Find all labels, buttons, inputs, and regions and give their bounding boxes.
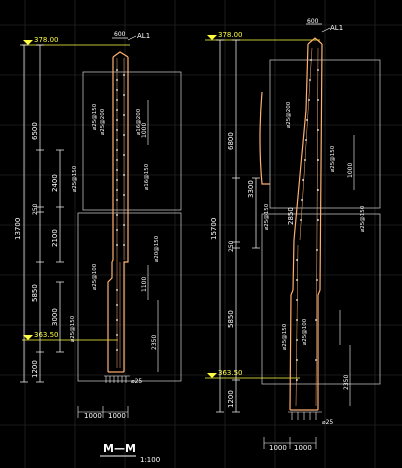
- section-title: M—M: [103, 442, 136, 455]
- left-base-hatch: [104, 375, 130, 383]
- right-rebar-4: ⌀25@150: [360, 205, 366, 232]
- left-rebar-3: ⌀16@200: [136, 108, 142, 135]
- right-total-height: 15700: [210, 218, 218, 240]
- left-total-height: 13700: [14, 218, 22, 240]
- right-elev-bottom: 363.50: [218, 369, 243, 377]
- right-rebar-2: ⌀25@150: [330, 145, 336, 172]
- left-dim-5: 5850: [31, 284, 39, 302]
- left-base-dim-1: 1000: [84, 412, 102, 420]
- right-base-hatch: [288, 411, 322, 420]
- right-base-dim-2: 1000: [294, 444, 312, 452]
- right-section: 378.00 363.50 15700 6800 3300 250 2850 5…: [205, 18, 381, 452]
- left-top-width: 600: [114, 31, 126, 38]
- right-rebar-5: ⌀25@100: [302, 318, 308, 345]
- section-scale: 1:100: [140, 456, 160, 464]
- right-wall-outline: [259, 37, 323, 411]
- right-rebar-6: ⌀25@150: [282, 323, 288, 350]
- right-dim-1: 6800: [227, 132, 235, 150]
- right-dim-5: 5850: [227, 310, 235, 328]
- left-region-box-bottom: [77, 212, 182, 382]
- left-rebar-1: ⌀25@150: [92, 103, 98, 130]
- left-rebar-4: ⌀16@150: [144, 163, 150, 190]
- left-dim-4: 2100: [51, 229, 59, 247]
- right-dim-4: 2850: [287, 207, 295, 225]
- left-rebar-2: ⌀25@200: [100, 108, 106, 135]
- left-dim-6: 3000: [51, 308, 59, 326]
- right-dim-2: 3300: [247, 180, 255, 198]
- right-top-width: 600: [307, 18, 319, 25]
- left-dim-7: 1200: [31, 360, 39, 378]
- right-rebar-dots: [296, 59, 319, 381]
- right-tag: AL1: [330, 24, 343, 32]
- right-rebar-3: ⌀25@150: [264, 203, 270, 230]
- left-wall-outline: [107, 51, 129, 373]
- left-small-1: 1000: [141, 123, 148, 138]
- left-tag: AL1: [137, 32, 150, 40]
- left-elev-top: 378.00: [34, 36, 59, 44]
- left-section: 378.00 363.50 13700 6500 2400: [14, 31, 182, 464]
- left-rebar-dots: [116, 69, 125, 351]
- right-base-label: ⌀25: [322, 419, 333, 426]
- left-small-3: 2350: [151, 335, 158, 350]
- left-dim-3: 250: [32, 203, 39, 215]
- left-base-label: ⌀25: [131, 378, 142, 385]
- right-dim-3: 250: [228, 240, 235, 252]
- left-dim-2: 2400: [51, 174, 59, 192]
- right-elev-top: 378.00: [218, 31, 243, 39]
- right-small-2: 2350: [343, 375, 350, 390]
- left-rebar-8: ⌀25@150: [70, 315, 76, 342]
- left-rebar-5: ⌀25@150: [72, 165, 78, 192]
- right-small-1: 1000: [347, 163, 354, 178]
- left-rebar-6: ⌀20@150: [154, 235, 160, 262]
- left-base-dim-2: 1000: [108, 412, 126, 420]
- left-elev-bottom: 363.50: [34, 331, 59, 339]
- left-small-2: 1100: [141, 277, 148, 292]
- right-dim-6: 1200: [227, 390, 235, 408]
- left-region-box-top: [82, 71, 182, 211]
- left-rebar-7: ⌀25@100: [92, 263, 98, 290]
- right-base-dim-1: 1000: [269, 444, 287, 452]
- left-dim-1: 6500: [31, 122, 39, 140]
- right-region-box-top: [269, 59, 381, 209]
- right-rebar-1: ⌀25@200: [286, 101, 292, 128]
